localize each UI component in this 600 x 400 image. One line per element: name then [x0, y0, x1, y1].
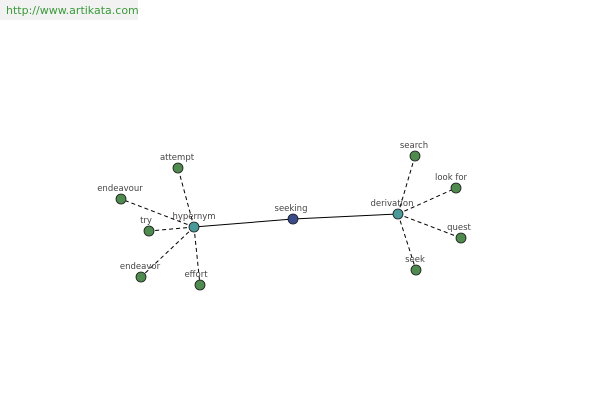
edge-hypernym-effort [193, 226, 201, 286]
node-look-for[interactable] [450, 182, 462, 194]
node-derivation[interactable] [392, 208, 404, 220]
node-quest[interactable] [455, 232, 467, 244]
edge-derivation-quest [397, 213, 462, 239]
label-endeavor[interactable]: endeavor [120, 262, 161, 272]
label-search[interactable]: search [400, 141, 428, 151]
label-seeking[interactable]: seeking [275, 204, 308, 214]
graph-edges [120, 155, 462, 286]
edge-hypernym-endeavor [140, 226, 195, 278]
url-banner: http://www.artikata.com [0, 0, 139, 20]
edge-seeking-derivation [292, 213, 399, 220]
node-endeavor[interactable] [135, 271, 147, 283]
edge-derivation-look-for [397, 187, 457, 215]
label-attempt[interactable]: attempt [160, 153, 195, 163]
node-hypernym[interactable] [188, 221, 200, 233]
edge-derivation-seek [397, 213, 417, 271]
label-hypernym: hypernym [172, 212, 215, 222]
site-url[interactable]: http://www.artikata.com [6, 4, 139, 17]
label-try[interactable]: try [140, 216, 152, 226]
edge-hypernym-attempt [177, 167, 195, 228]
edge-seeking-hypernym [193, 218, 294, 228]
edge-hypernym-try [148, 226, 195, 232]
node-effort[interactable] [194, 279, 206, 291]
node-search[interactable] [409, 150, 421, 162]
node-try[interactable] [143, 225, 155, 237]
label-effort[interactable]: effort [184, 270, 208, 280]
label-endeavour[interactable]: endeavour [97, 184, 143, 194]
node-seeking[interactable] [287, 213, 299, 225]
graph-nodes: seeking hypernym attempt endeavour try e… [97, 141, 472, 291]
label-quest[interactable]: quest [447, 223, 471, 233]
label-look-for[interactable]: look for [435, 173, 468, 183]
label-derivation: derivation [370, 199, 413, 209]
label-seek[interactable]: seek [405, 255, 425, 265]
edge-derivation-search [397, 155, 416, 215]
node-seek[interactable] [410, 264, 422, 276]
edge-hypernym-endeavour [120, 198, 195, 228]
node-attempt[interactable] [172, 162, 184, 174]
node-endeavour[interactable] [115, 193, 127, 205]
